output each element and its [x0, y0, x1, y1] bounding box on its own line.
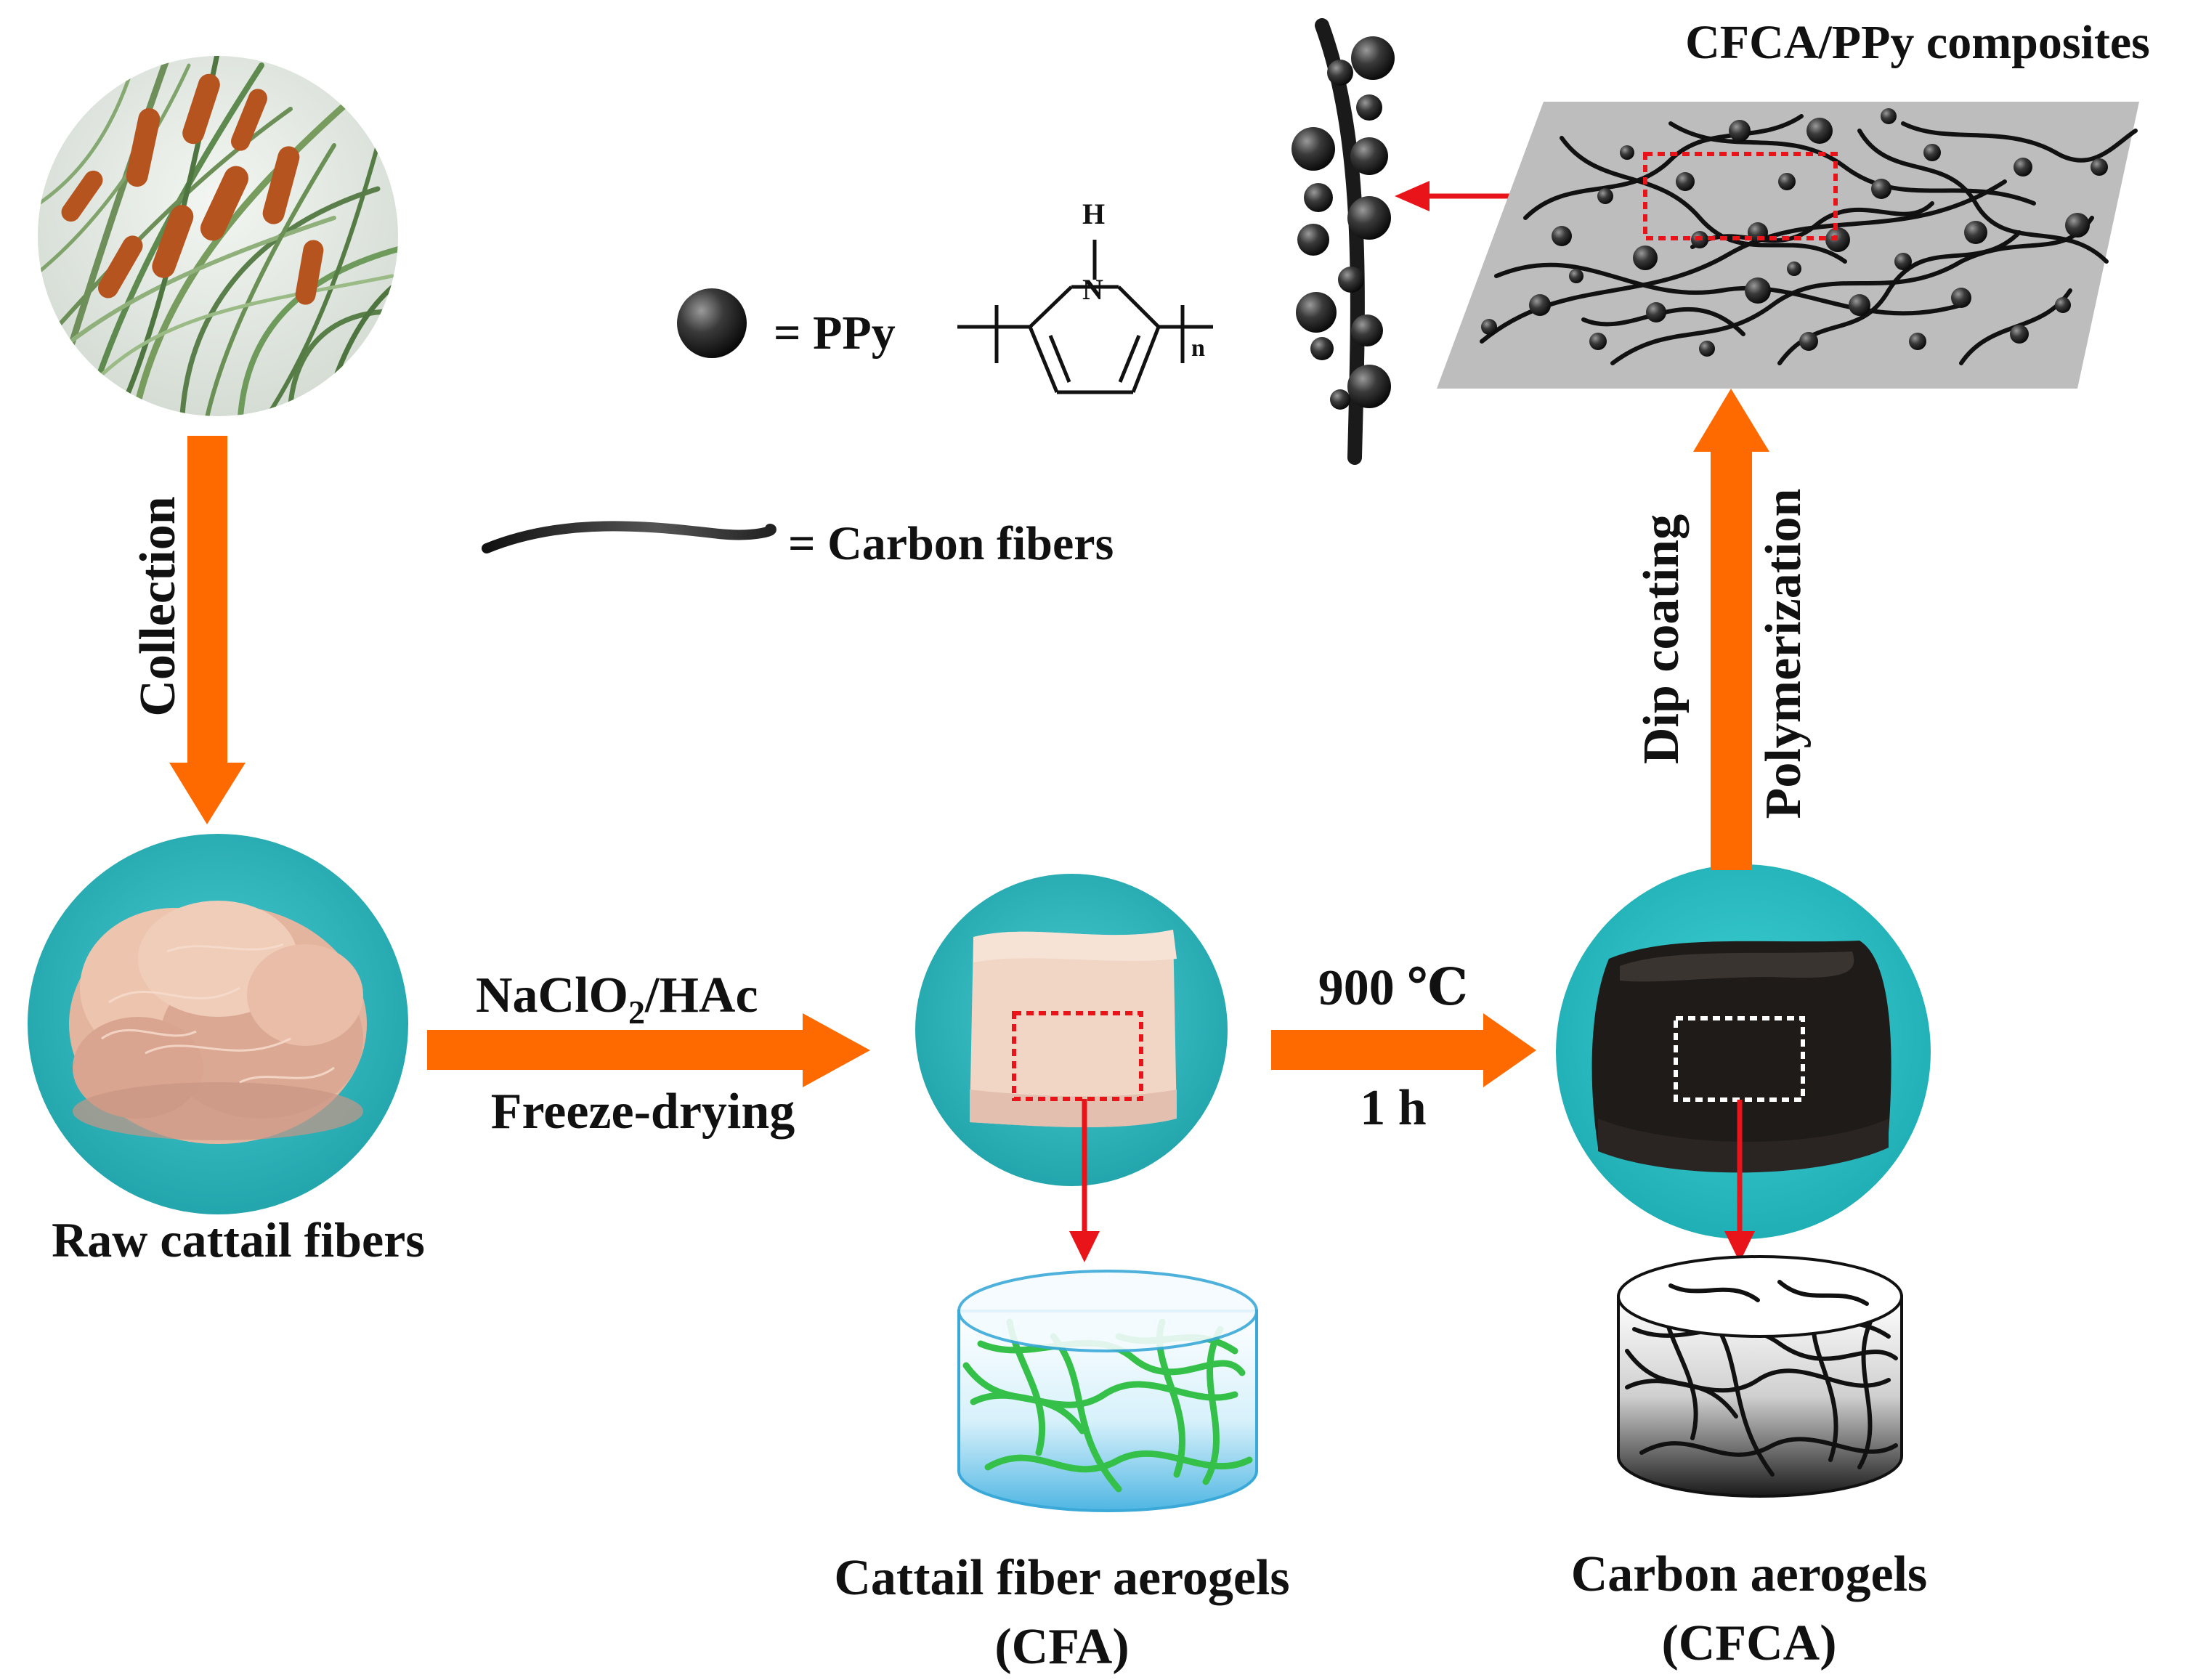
carbon-fiber-legend: = Carbon fibers	[482, 517, 1114, 570]
cattail-plant-photo	[38, 56, 398, 416]
composite-zoom-box	[1643, 152, 1838, 240]
cfca-label-line1: Carbon aerogels	[1571, 1546, 1928, 1602]
cfca-cylinder-illustration	[1617, 1255, 1903, 1498]
freeze-drying-label: Freeze-drying	[491, 1084, 795, 1140]
cfca-label-line2: (CFCA)	[1661, 1615, 1836, 1671]
subscript-n-label: n	[1191, 335, 1205, 362]
carbonization-arrow	[1271, 1013, 1536, 1087]
cfca-ppy-composite-sheet	[1437, 102, 2139, 389]
ppy-coated-fiber	[1291, 18, 1395, 465]
ppy-legend-label: = PPy	[774, 307, 896, 360]
h-atom-label: H	[1082, 198, 1105, 230]
dip-coating-label: Dip coating	[1634, 514, 1690, 764]
polypyrrole-structure	[957, 240, 1213, 394]
cfca-photo	[1556, 864, 1931, 1239]
cfa-cylinder-illustration	[957, 1270, 1258, 1512]
duration-label: 1 h	[1360, 1080, 1426, 1136]
zoom-arrow-cfa	[1069, 1099, 1100, 1262]
reagent-label: NaClO2/HAc	[476, 967, 758, 1031]
polymerization-label: Polymerization	[1756, 489, 1812, 819]
ppy-sphere-icon	[677, 288, 747, 358]
n-atom-label: N	[1082, 273, 1103, 306]
collection-label: Collection	[130, 496, 186, 716]
dip-coating-arrow	[1693, 389, 1769, 870]
cfa-zoom-box	[1012, 1011, 1143, 1101]
zoom-arrow-cfca	[1724, 1100, 1755, 1262]
carbon-fiber-icon	[482, 521, 776, 553]
cfa-photo	[915, 874, 1228, 1186]
cfa-label-line2: (CFA)	[994, 1619, 1129, 1675]
ppy-legend: = PPy H N n	[677, 198, 1213, 394]
composite-title: CFCA/PPy composites	[1685, 16, 2150, 69]
collection-arrow	[169, 436, 246, 824]
raw-fibers-label: Raw cattail fibers	[52, 1212, 425, 1267]
freeze-drying-arrow	[427, 1013, 870, 1087]
cfa-label-line1: Cattail fiber aerogels	[834, 1550, 1289, 1606]
raw-fibers-photo	[28, 834, 408, 1214]
temperature-label: 900 ℃	[1318, 960, 1468, 1016]
carbon-fiber-legend-label: = Carbon fibers	[788, 517, 1114, 570]
